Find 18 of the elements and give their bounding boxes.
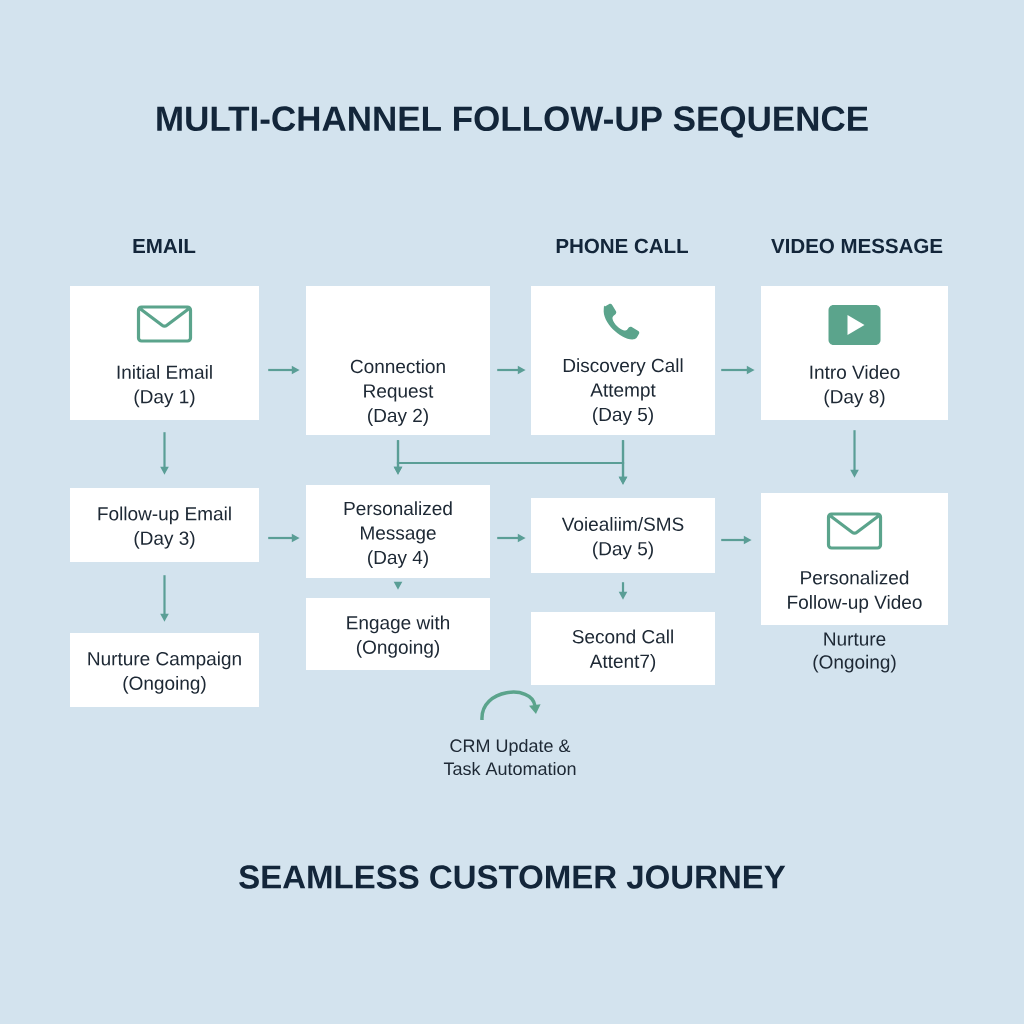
step-box: Personalized Follow-up Video xyxy=(761,493,948,625)
step-box: Personalized Message (Day 4) xyxy=(306,485,490,578)
step-box: Second Call Attent7) xyxy=(531,612,715,685)
step-box: Engage with (Ongoing) xyxy=(306,598,490,670)
column-header: EMAIL xyxy=(133,238,196,254)
step-box: Connection Request (Day 2) xyxy=(306,286,490,435)
caption: SEAMLESS CUSTOMER JOURNEY xyxy=(239,865,786,889)
step-box: Initial Email (Day 1) xyxy=(70,286,259,420)
step-box: Discovery Call Attempt (Day 5) xyxy=(531,286,715,435)
step-box: Voiealiim/SMS (Day 5) xyxy=(531,498,715,573)
step-box: Follow-up Email (Day 3) xyxy=(70,488,259,562)
column-header: PHONE CALL xyxy=(556,238,688,254)
step-note: Nurture (Ongoing) xyxy=(813,632,896,673)
column-header: VIDEO MESSAGE xyxy=(771,238,943,254)
step-box: Nurture Campaign (Ongoing) xyxy=(70,633,259,707)
annotation: CRM Update & Task Automation xyxy=(443,738,576,776)
title: MULTI-CHANNEL FOLLOW-UP SEQUENCE xyxy=(157,106,868,138)
step-box: Intro Video (Day 8) xyxy=(761,286,948,420)
